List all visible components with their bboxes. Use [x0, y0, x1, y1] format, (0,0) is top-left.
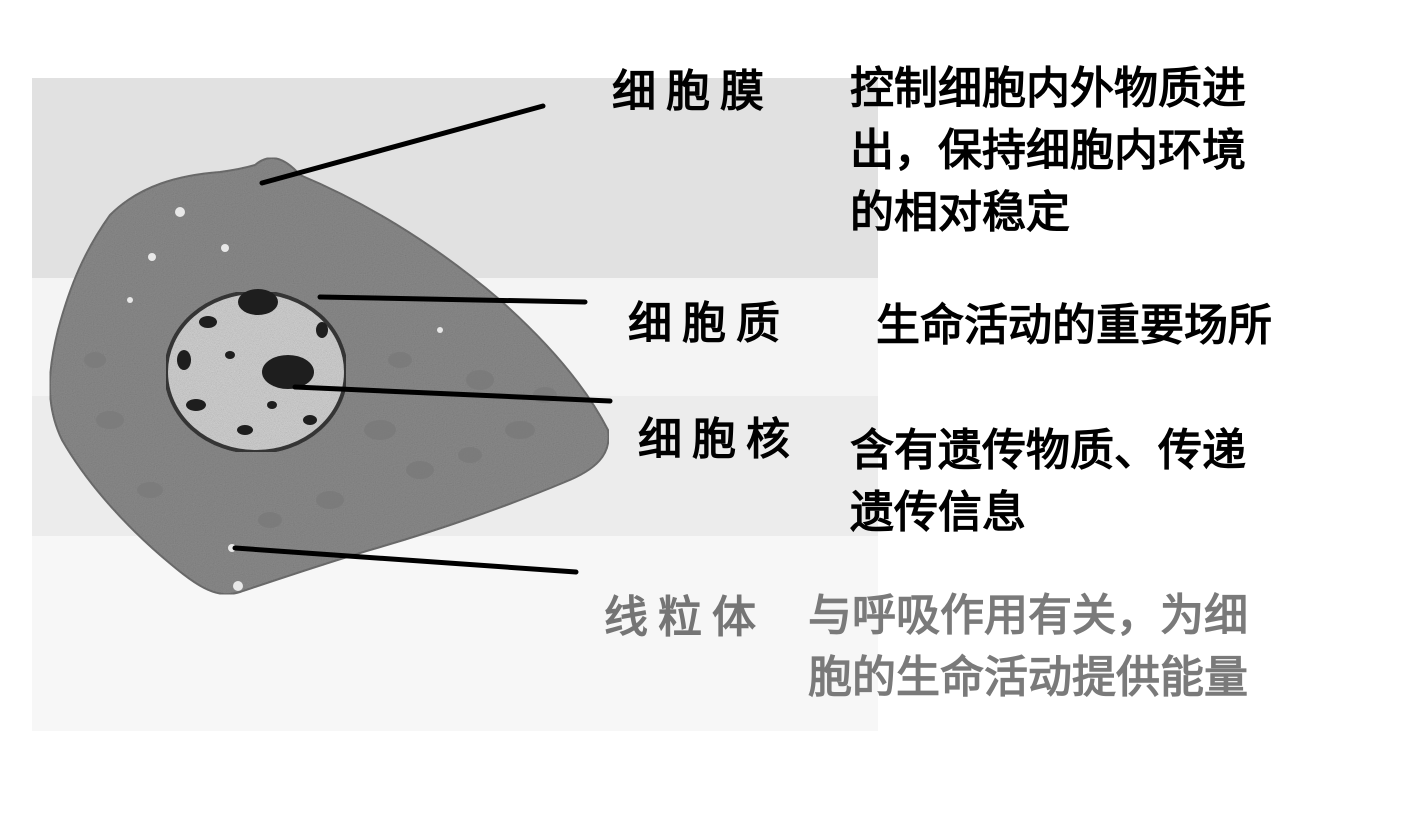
description-line: 控制细胞内外物质进 [850, 63, 1246, 114]
vesicles [127, 207, 443, 591]
description-cytoplasm: 生命活动的重要场所 [876, 295, 1272, 357]
leader-line-nucleus [292, 384, 613, 404]
term-nucleus: 细胞核 [638, 414, 800, 465]
description-cell-membrane: 控制细胞内外物质进 出，保持细胞内环境 的相对稳定 [850, 58, 1246, 244]
term-mitochondria: 线粒体 [604, 592, 766, 643]
description-nucleus: 含有遗传物质、传递 遗传信息 [850, 420, 1246, 544]
leader-line-membrane [259, 103, 546, 186]
description-line: 出，保持细胞内环境 [850, 125, 1246, 176]
description-line: 遗传信息 [850, 487, 1026, 538]
leader-lines [232, 103, 613, 575]
term-cytoplasm: 细胞质 [628, 298, 790, 349]
description-mitochondria: 与呼吸作用有关，为细 胞的生命活动提供能量 [808, 585, 1248, 709]
description-line: 的相对稳定 [850, 187, 1070, 238]
organelle-texture [84, 352, 557, 528]
description-line: 与呼吸作用有关，为细 [808, 590, 1248, 641]
leader-line-cytoplasm [317, 294, 588, 305]
description-line: 生命活动的重要场所 [876, 300, 1272, 351]
background-band [32, 536, 878, 731]
chromatin [177, 289, 328, 435]
description-line: 胞的生命活动提供能量 [808, 652, 1248, 703]
term-cell-membrane: 细胞膜 [612, 66, 774, 117]
nucleus [164, 290, 348, 454]
description-line: 含有遗传物质、传递 [850, 425, 1246, 476]
leader-line-mitochondria [232, 545, 579, 575]
